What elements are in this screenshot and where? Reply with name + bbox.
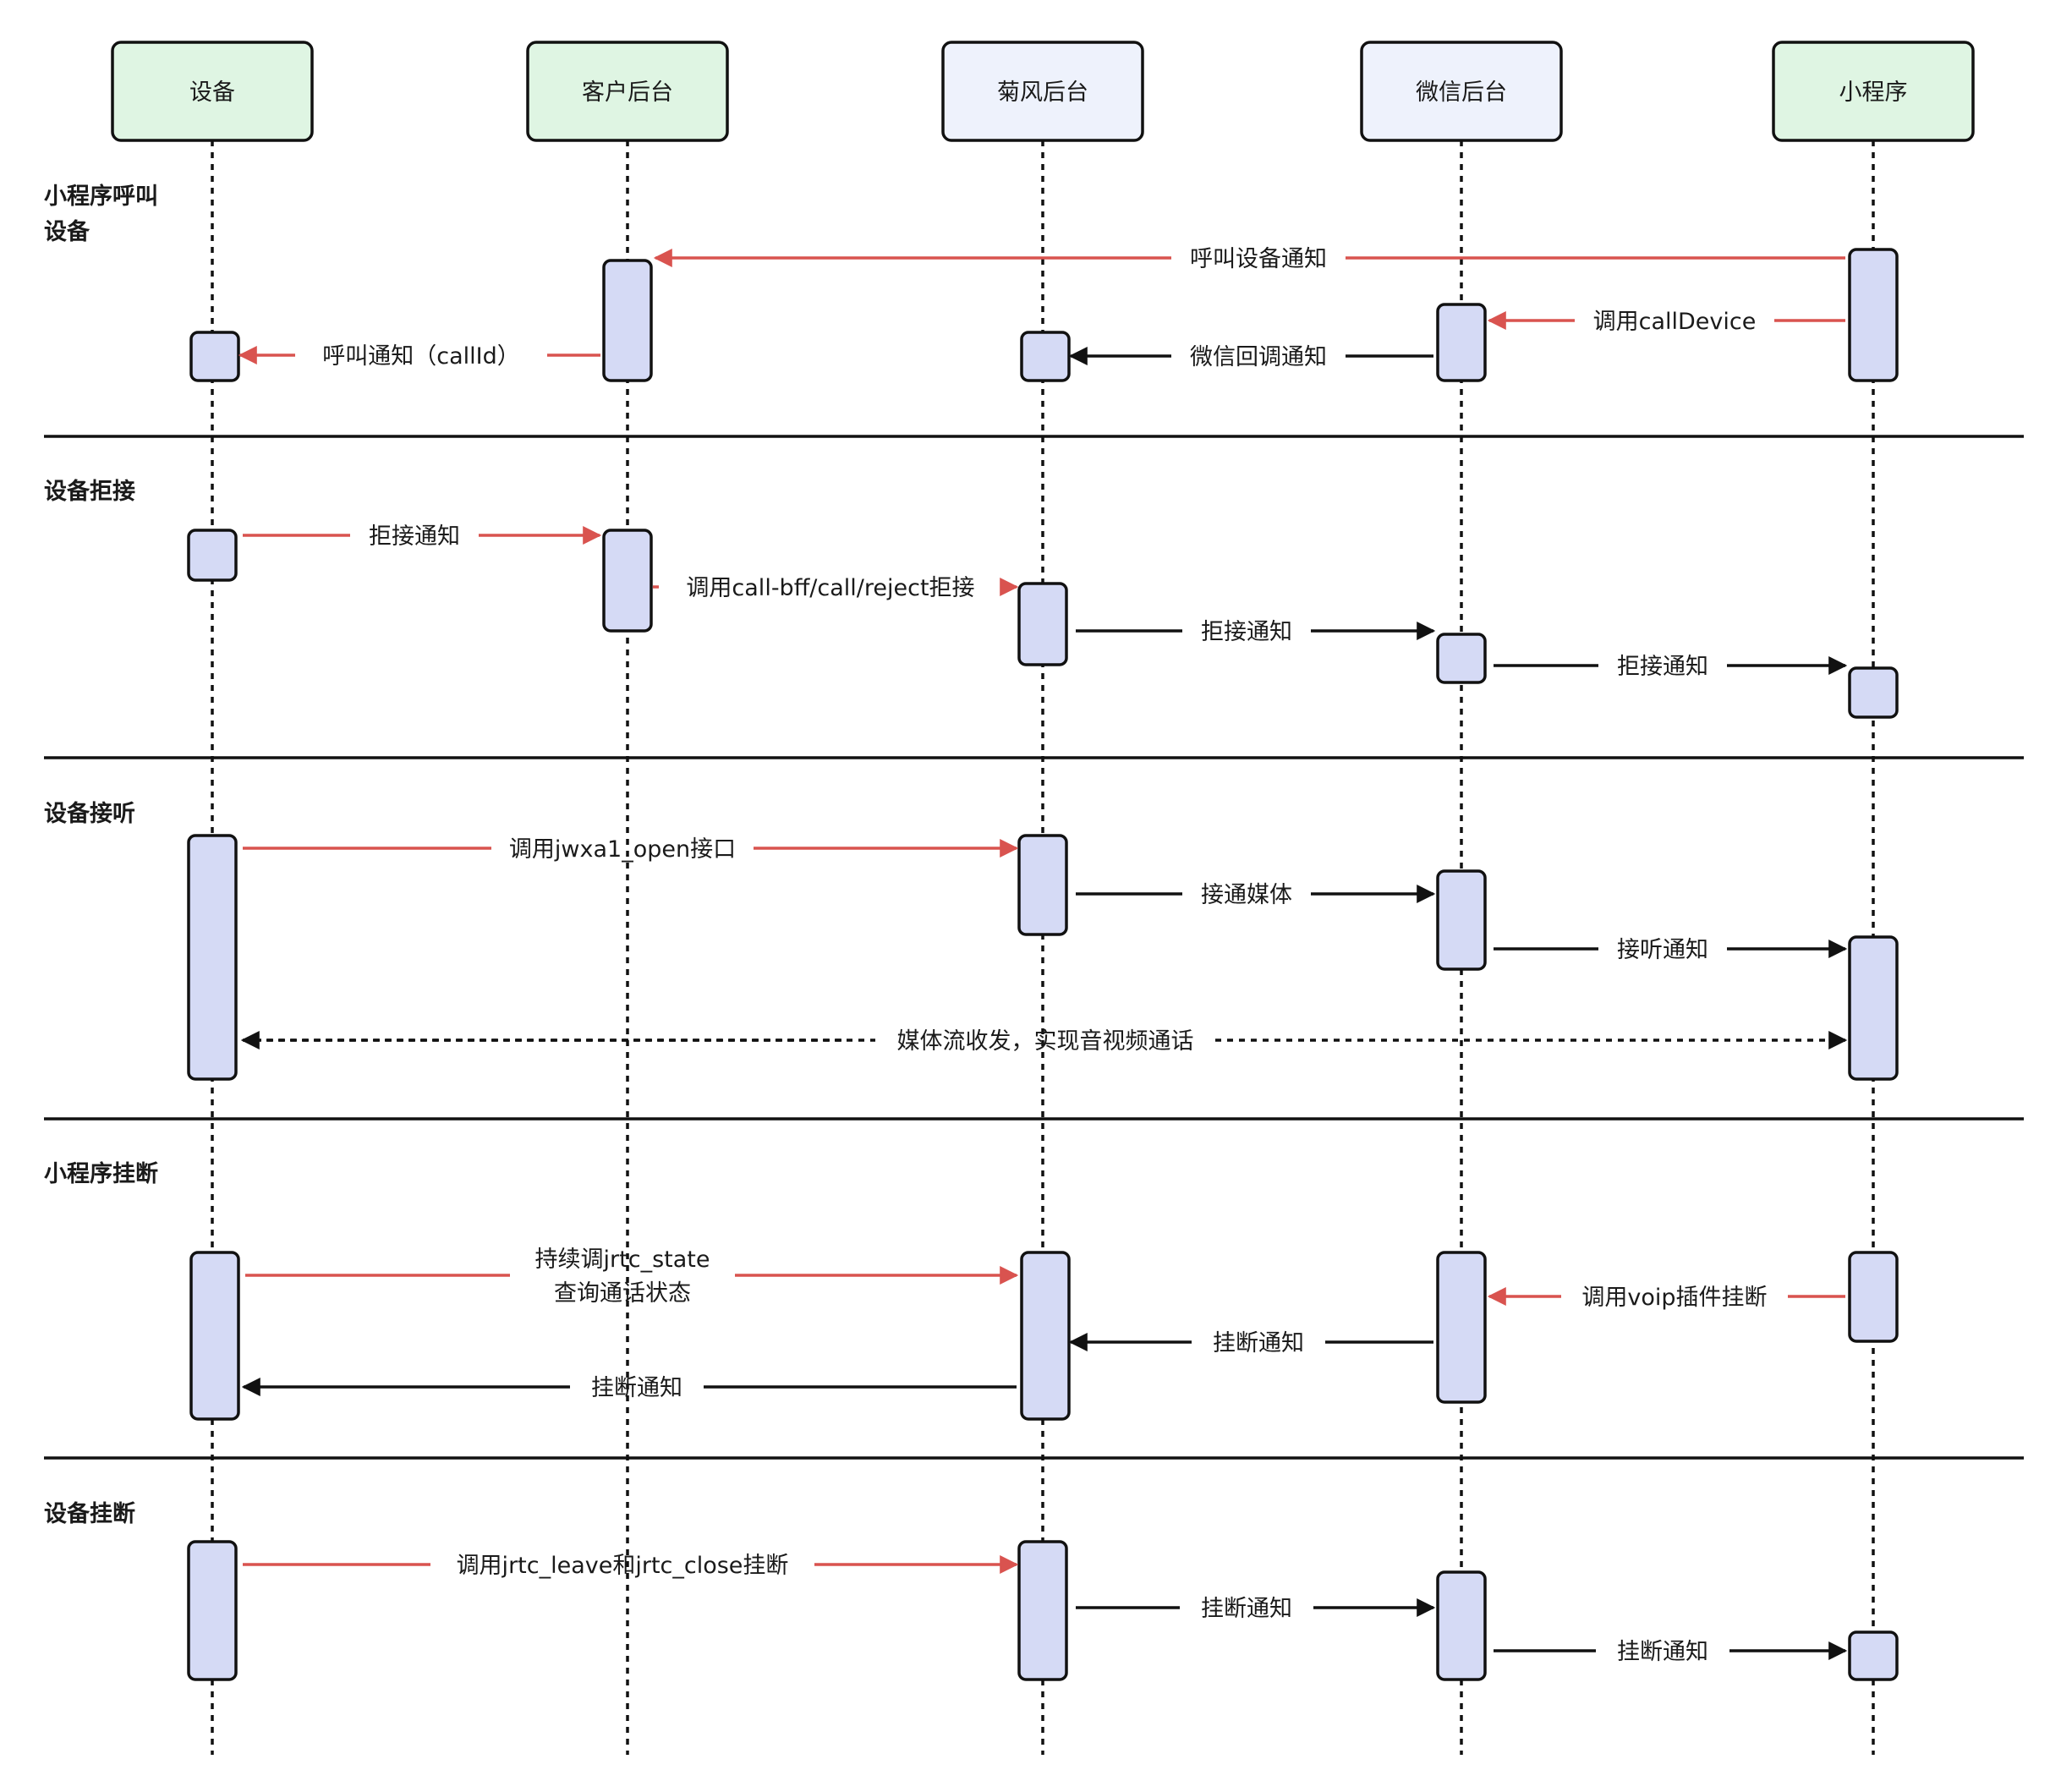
activation-box (1020, 331, 1071, 382)
activation-box (187, 529, 238, 582)
activation-box (1017, 1540, 1068, 1681)
message-label: 挂断通知 (1213, 1330, 1304, 1356)
activation-box (1848, 1630, 1899, 1681)
activation-box (1848, 1251, 1899, 1343)
message-label: 查询通话状态 (554, 1280, 691, 1307)
activation-box (602, 529, 653, 633)
actor-box-miniapp (1772, 41, 1975, 142)
message-label: 调用jwxa1_open接口 (509, 836, 736, 863)
activation-box (1436, 303, 1487, 382)
message-label: 调用voip插件挂断 (1581, 1285, 1767, 1311)
section-label: 设备拒接 (44, 479, 135, 505)
message-label: 拒接通知 (369, 523, 460, 550)
actor-box-device (111, 41, 314, 142)
message-arrow: 调用voip插件挂断 (1487, 1285, 1845, 1311)
message-arrow: 挂断通知 (241, 1375, 1017, 1401)
activation-box (189, 1251, 240, 1421)
message-arrow: 微信回调通知 (1068, 344, 1433, 370)
actor-label-device: 设备 (189, 79, 235, 106)
message-arrow: 调用jwxa1_open接口 (243, 836, 1019, 863)
activation-box (1848, 248, 1899, 382)
actor-box-customer (526, 41, 729, 142)
message-label: 拒接通知 (1201, 619, 1292, 645)
message-label: 接通媒体 (1201, 882, 1292, 908)
activation-box (602, 259, 653, 382)
message-label: 调用call-bff/call/reject拒接 (686, 575, 974, 601)
activation-box (1020, 1251, 1071, 1421)
message-label: 拒接通知 (1617, 654, 1708, 680)
activation-box (1436, 633, 1487, 684)
activation-box (189, 331, 240, 382)
message-arrow: 挂断通知 (1494, 1639, 1848, 1665)
message-arrow: 接听通知 (1494, 937, 1848, 963)
message-label: 接听通知 (1617, 937, 1708, 963)
actor-label-miniapp: 小程序 (1839, 79, 1908, 106)
section-label: 设备 (44, 219, 90, 245)
message-arrow: 挂断通知 (1076, 1596, 1436, 1622)
message-label: 微信回调通知 (1190, 344, 1327, 370)
message-arrow: 呼叫通知（callId） (238, 343, 600, 370)
activation-box (1848, 666, 1899, 719)
message-arrow: 拒接通知 (243, 523, 602, 550)
actor-label-jufeng: 菊风后台 (997, 79, 1088, 106)
message-arrow: 持续调jrtc_state 查询通话状态 (245, 1247, 1019, 1307)
actor-label-wechat: 微信后台 (1416, 79, 1507, 106)
message-arrow: 挂断通知 (1068, 1330, 1433, 1356)
activation-box (1017, 582, 1068, 666)
activation-box (1436, 1570, 1487, 1681)
message-arrow: 拒接通知 (1076, 619, 1436, 645)
message-label: 媒体流收发，实现音视频通话 (897, 1028, 1194, 1055)
section-label: 设备挂断 (44, 1501, 135, 1527)
message-arrow: 拒接通知 (1494, 654, 1848, 680)
activation-box (187, 834, 238, 1081)
message-arrow: 调用jrtc_leave和jrtc_close挂断 (243, 1553, 1019, 1579)
actor-box-jufeng (941, 41, 1144, 142)
message-label: 挂断通知 (1617, 1639, 1708, 1665)
section-label: 设备接听 (44, 801, 135, 827)
activation-box (1436, 1251, 1487, 1404)
section-label: 小程序呼叫 (44, 183, 158, 210)
message-label: 调用callDevice (1593, 309, 1757, 335)
section-label: 小程序挂断 (44, 1160, 158, 1187)
actor-box-wechat (1360, 41, 1563, 142)
message-label: 呼叫设备通知 (1190, 246, 1327, 272)
activation-box (1848, 935, 1899, 1081)
activation-box (1017, 834, 1068, 936)
message-label: 挂断通知 (1201, 1596, 1292, 1622)
message-arrow: 接通媒体 (1076, 882, 1436, 908)
message-label: 调用jrtc_leave和jrtc_close挂断 (457, 1553, 789, 1579)
activation-box (1436, 869, 1487, 971)
message-arrow: 调用call-bff/call/reject拒接 (653, 575, 1019, 601)
message-label: 持续调jrtc_state (535, 1247, 710, 1273)
message-arrow: 调用callDevice (1487, 309, 1845, 335)
activation-box (187, 1540, 238, 1681)
message-label: 呼叫通知（callId） (322, 343, 520, 370)
actor-label-customer: 客户后台 (582, 79, 673, 106)
message-arrow: 媒体流收发，实现音视频通话 (240, 1028, 1848, 1055)
message-arrow: 呼叫设备通知 (653, 246, 1845, 272)
message-label: 挂断通知 (591, 1375, 682, 1401)
